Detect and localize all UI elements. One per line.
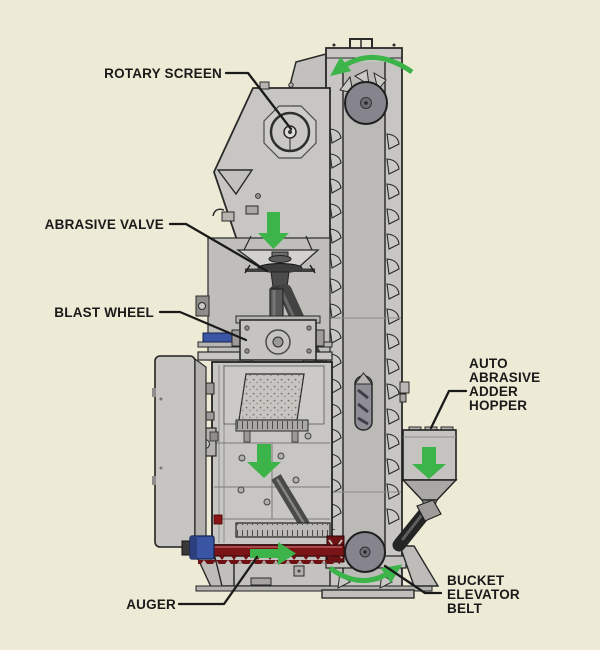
label-rotary-screen: ROTARY SCREEN — [104, 66, 222, 81]
leader-line-adder-hopper — [429, 389, 468, 430]
support-leg-right — [399, 545, 440, 587]
elevator-top-pulley — [339, 69, 388, 125]
label-auto-hopper-line4: HOPPER — [469, 398, 527, 413]
label-blast-wheel: BLAST WHEEL — [54, 305, 154, 320]
leader-line-rotary-screen — [224, 71, 293, 131]
label-bucket-elevator-line3: BELT — [447, 601, 483, 616]
rotary-screen-drum — [263, 105, 317, 159]
elevator-side-bracket — [399, 381, 410, 394]
rotation-arrow-bottom-icon — [328, 564, 403, 584]
label-auger: AUGER — [126, 597, 176, 612]
label-bucket-elevator-line2: ELEVATOR — [447, 587, 520, 602]
label-auto-abrasive-adder-hopper: AUTO ABRASIVE ADDER HOPPER — [469, 356, 540, 413]
down-arrow-hopper-icon — [258, 212, 289, 249]
labels: ROTARY SCREEN ABRASIVE VALVE BLAST WHEEL… — [45, 66, 541, 616]
flow-arrows — [247, 55, 446, 584]
label-auto-hopper-line2: ABRASIVE — [469, 370, 540, 385]
blast-cabinet — [202, 361, 333, 546]
label-bucket-elevator-line1: BUCKET — [447, 573, 505, 588]
right-arrow-auger-icon — [250, 542, 296, 565]
label-abrasive-valve: ABRASIVE VALVE — [45, 217, 164, 232]
label-auto-hopper-line1: AUTO — [469, 356, 508, 371]
leader-line-auger — [177, 555, 259, 606]
leader-line-bucket-elevator — [383, 564, 443, 595]
leader-line-abrasive-valve — [168, 222, 269, 273]
tube-elbow — [416, 499, 442, 522]
rotation-arrow-top-icon — [330, 55, 414, 77]
rotary-screen-assembly — [212, 81, 331, 259]
leader-line-blast-wheel — [158, 310, 248, 342]
housing-clamp — [221, 211, 235, 222]
down-arrow-adder-icon — [412, 447, 446, 479]
bucket-elevator — [269, 38, 410, 595]
label-auto-hopper-line3: ADDER — [469, 384, 518, 399]
elevator-buckets-right — [386, 131, 401, 530]
auto-abrasive-adder-hopper — [392, 426, 458, 552]
abrasive-valve-assembly — [244, 251, 316, 291]
label-bucket-elevator-belt: BUCKET ELEVATOR BELT — [447, 573, 520, 616]
elevator-bottom-pulley — [337, 531, 393, 589]
down-arrow-cabinet-icon — [247, 444, 281, 478]
inspection-window — [353, 372, 374, 431]
access-door — [154, 355, 196, 548]
elevator-belt — [343, 62, 385, 582]
housing-wing — [216, 169, 254, 196]
vibrating-separator — [235, 373, 309, 443]
